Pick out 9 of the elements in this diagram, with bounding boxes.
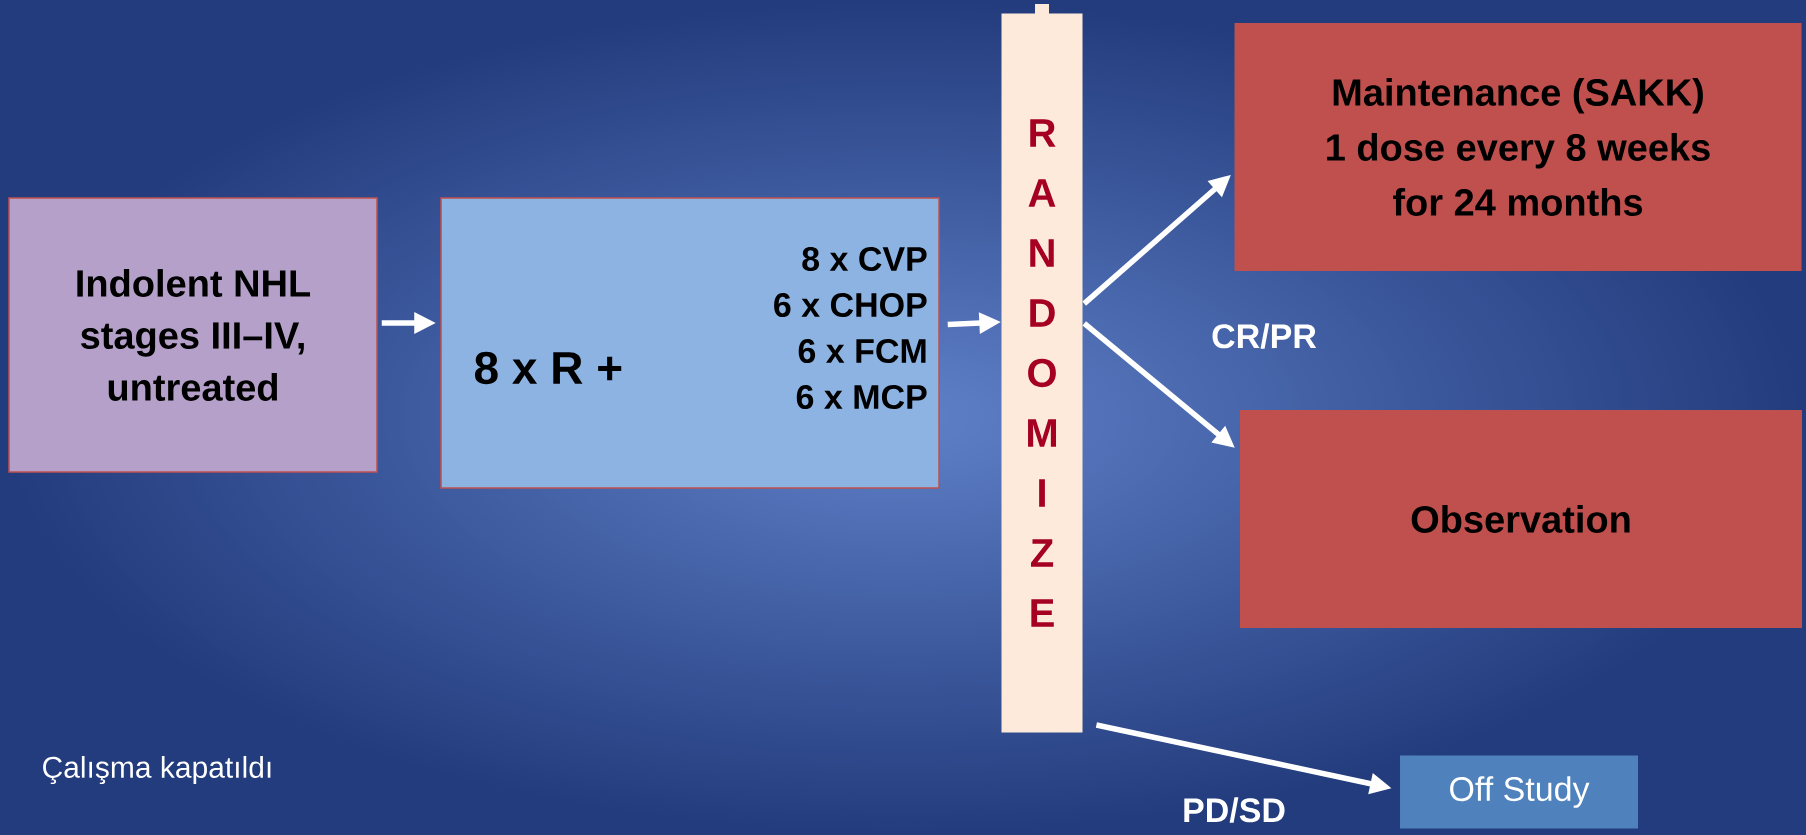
outcome-box: Observation <box>1240 410 1802 628</box>
edge-label: PD/SD <box>1184 797 1285 823</box>
outcome-box: Off Study <box>1400 755 1638 829</box>
outcome-box: Maintenance (SAKK) 1 dose every 8 weeks for 24 months <box>1234 23 1802 271</box>
process-box: 8 x R + 8 x CVP 6 x CHOP 6 x FCM 6 x MCP <box>440 197 940 489</box>
process-box: Indolent NHL stages III–IV, untreated <box>8 197 378 473</box>
randomize-bar: RANDOMIZE <box>1001 13 1083 733</box>
condition-label: CR/PR <box>1212 323 1317 349</box>
note-text: Çalışma kapatıldı <box>43 755 271 785</box>
